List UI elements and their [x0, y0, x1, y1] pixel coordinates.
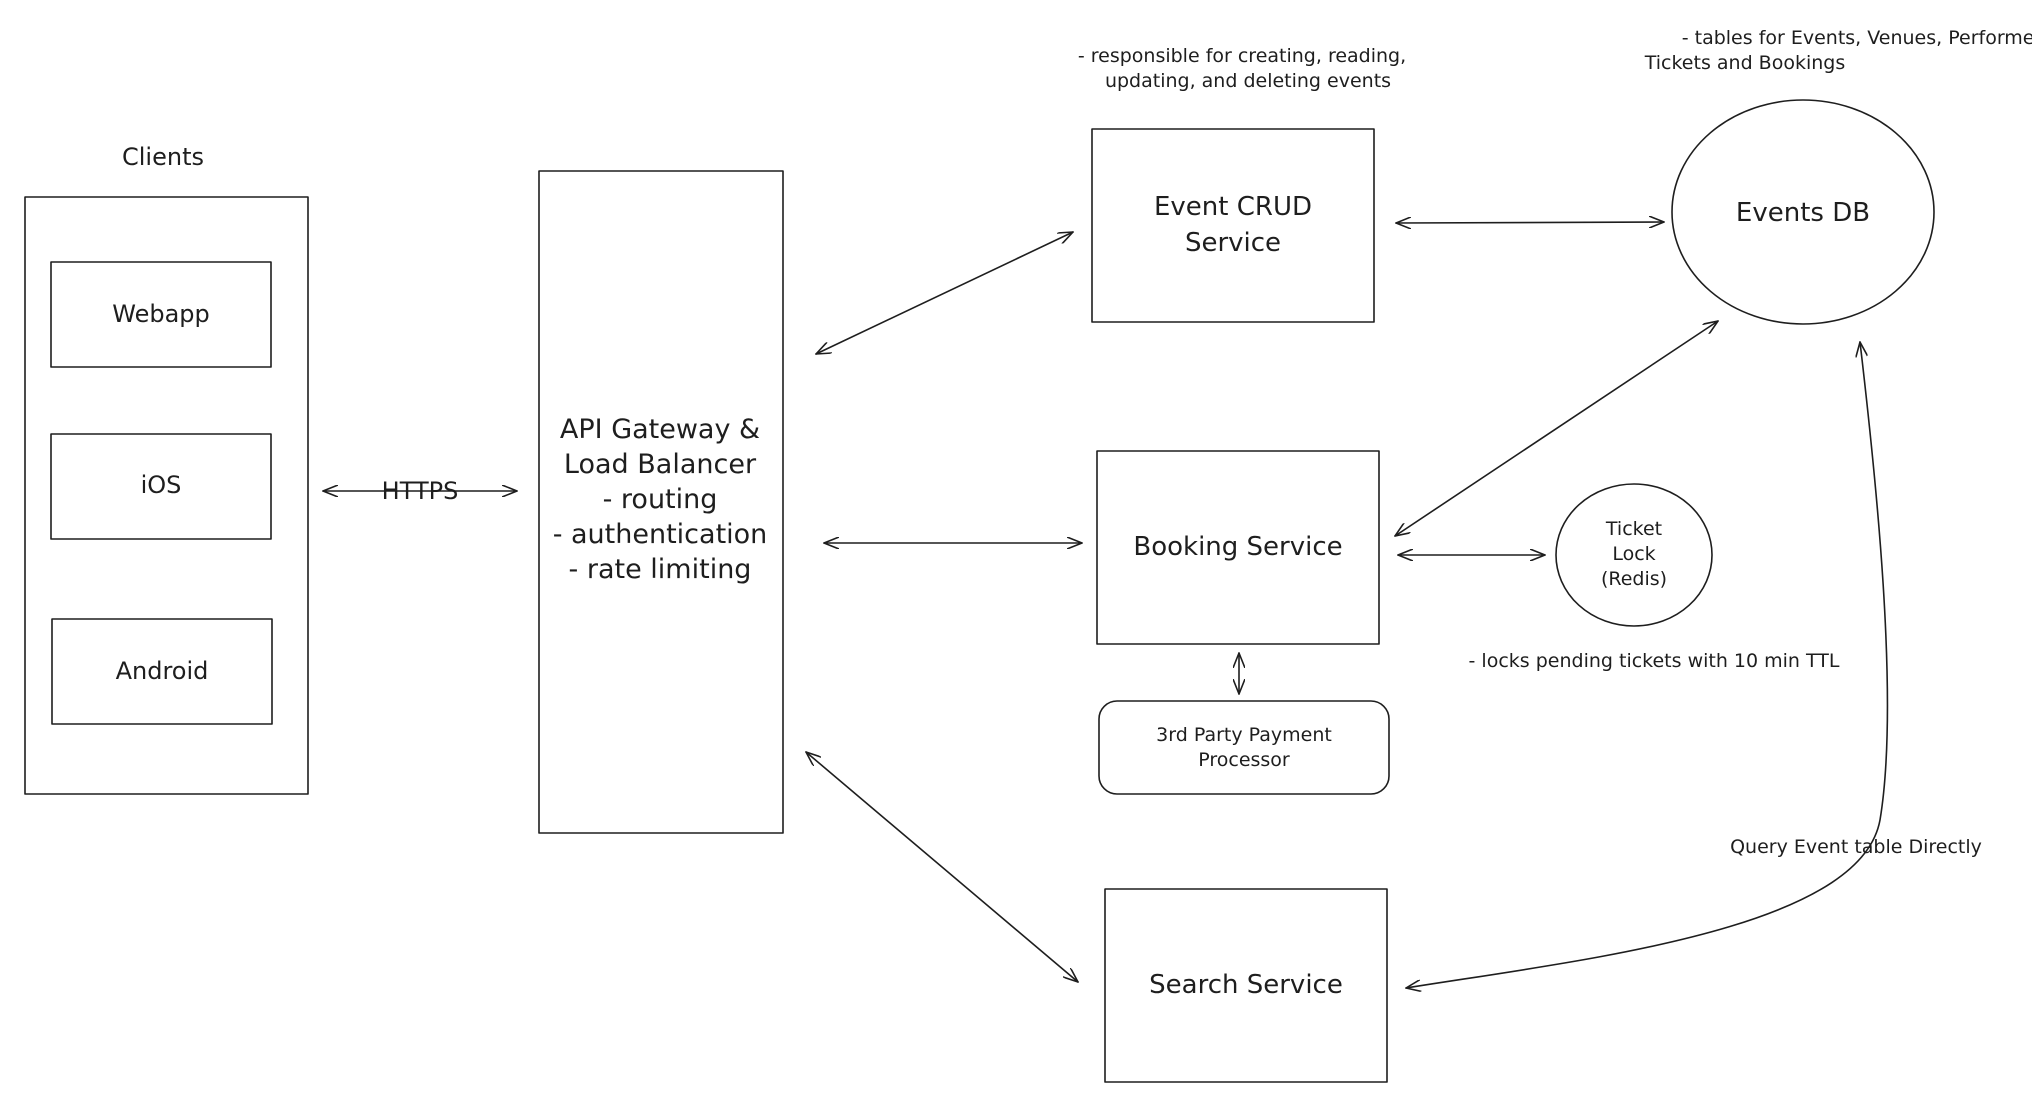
event-crud-note-line-2: updating, and deleting events	[1105, 70, 1391, 92]
ios-label: iOS	[141, 471, 182, 499]
event-crud-group: - responsible for creating, reading, upd…	[1078, 45, 1406, 323]
https-label: HTTPS	[382, 477, 459, 505]
search-label: Search Service	[1149, 970, 1343, 1000]
event-crud-line-2: Service	[1185, 228, 1281, 258]
clients-title: Clients	[122, 143, 204, 171]
payment-group: 3rd Party Payment Processor	[1098, 700, 1390, 795]
ticket-lock-group: Ticket Lock (Redis) - locks pending tick…	[1469, 483, 1840, 672]
payment-line-2: Processor	[1198, 749, 1290, 771]
ticket-lock-line-2: Lock	[1612, 543, 1655, 565]
booking-label: Booking Service	[1133, 532, 1342, 562]
android-box	[51, 618, 273, 725]
event-crud-note-line-1: - responsible for creating, reading,	[1078, 45, 1406, 67]
api-gateway-group: API Gateway & Load Balancer - routing - …	[538, 170, 784, 834]
gateway-line-1: API Gateway &	[560, 414, 760, 445]
clients-group: Clients Webapp iOS Android	[24, 143, 309, 795]
gateway-line-3: - routing	[603, 484, 718, 515]
search-to-db-arrow	[1405, 341, 1889, 988]
ticket-lock-note: - locks pending tickets with 10 min TTL	[1469, 650, 1840, 672]
search-group: Search Service	[1104, 888, 1388, 1083]
event-crud-to-db-arrow	[1395, 222, 1665, 223]
webapp-label: Webapp	[112, 300, 210, 328]
gateway-to-event-crud-arrow	[815, 231, 1074, 355]
event-crud-line-1: Event CRUD	[1154, 192, 1312, 222]
https-connection: HTTPS	[322, 477, 518, 505]
event-crud-box	[1091, 128, 1375, 323]
ticket-lock-line-1: Ticket	[1605, 518, 1662, 540]
events-db-group: - tables for Events, Venues, Performers,…	[1644, 27, 2032, 325]
payment-line-1: 3rd Party Payment	[1156, 724, 1332, 746]
search-query-note: Query Event table Directly	[1730, 836, 1982, 858]
ticket-lock-line-3: (Redis)	[1601, 568, 1667, 590]
events-db-label: Events DB	[1736, 198, 1870, 228]
gateway-line-2: Load Balancer	[564, 449, 757, 480]
booking-box	[1096, 450, 1380, 645]
api-gateway-box	[538, 170, 784, 834]
payment-box	[1098, 700, 1390, 795]
search-box	[1104, 888, 1388, 1083]
gateway-line-5: - rate limiting	[569, 554, 752, 585]
events-db-note-line-2: Tickets and Bookings	[1644, 52, 1846, 74]
events-db-circle	[1671, 99, 1935, 325]
gateway-line-4: - authentication	[553, 519, 768, 550]
webapp-box	[50, 261, 272, 368]
android-label: Android	[116, 657, 209, 685]
ios-box	[50, 433, 272, 540]
clients-container	[24, 196, 309, 795]
booking-group: Booking Service	[1096, 450, 1380, 645]
gateway-to-search-arrow	[805, 751, 1079, 983]
events-db-note-line-1: - tables for Events, Venues, Performers,	[1682, 27, 2032, 49]
booking-to-db-arrow	[1394, 320, 1719, 537]
